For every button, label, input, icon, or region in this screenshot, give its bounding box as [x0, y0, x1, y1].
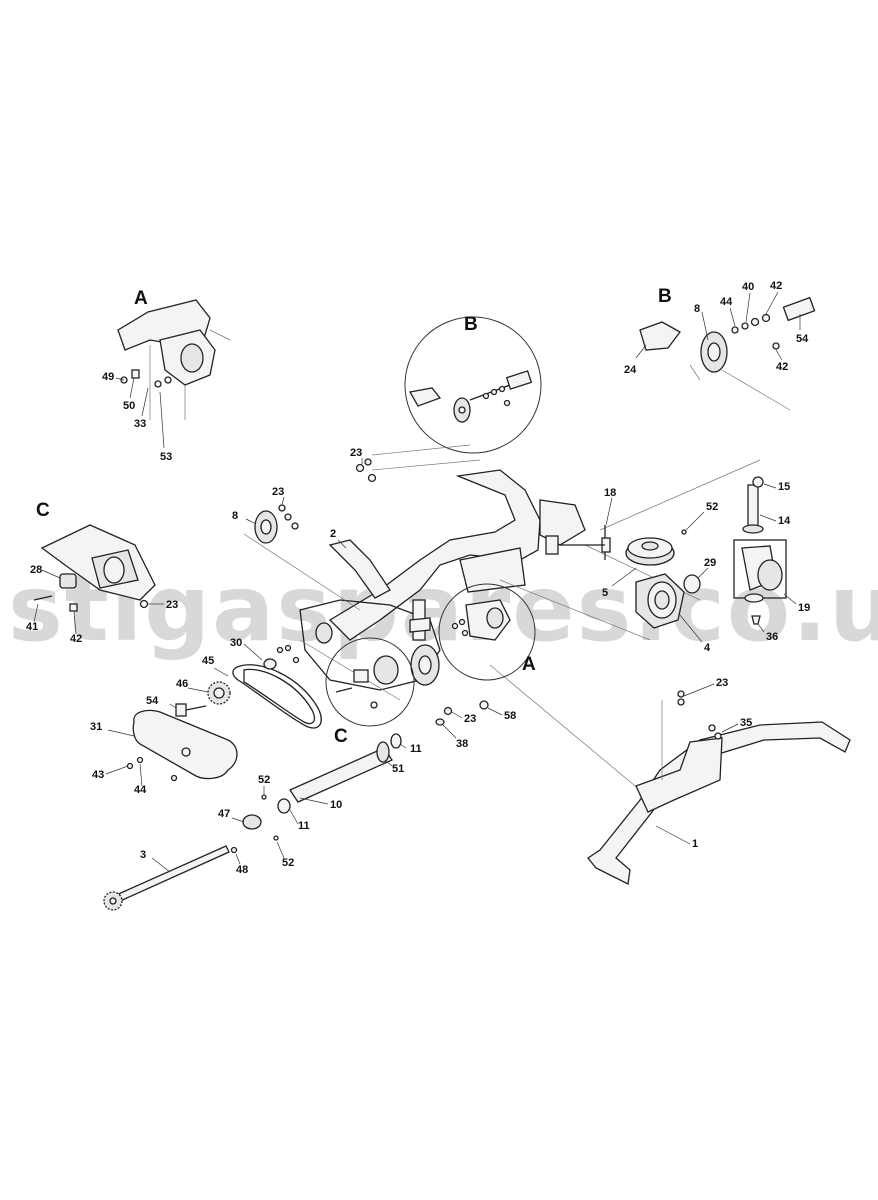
label-31: 31 — [90, 721, 102, 733]
label-8-left: 8 — [232, 510, 238, 522]
label-52-b: 52 — [258, 774, 270, 786]
section-b-circle-title: B — [464, 314, 478, 335]
section-a-circle-title: A — [522, 654, 536, 675]
label-50: 50 — [123, 400, 135, 412]
label-3: 3 — [140, 849, 146, 861]
sprocket-46 — [207, 681, 231, 705]
axle-3 — [103, 845, 230, 911]
label-11-a: 11 — [410, 743, 422, 755]
bush-30 — [263, 658, 277, 670]
label-44-b: 44 — [720, 296, 733, 308]
flange-8-left — [254, 504, 299, 544]
detail-c-group — [33, 524, 156, 612]
label-18: 18 — [604, 487, 616, 499]
frame-1 — [587, 700, 851, 885]
label-47: 47 — [218, 808, 230, 820]
part-18 — [545, 525, 611, 560]
label-42-b1: 42 — [770, 280, 782, 292]
nuts-23-top — [355, 458, 377, 483]
label-24: 24 — [624, 364, 637, 376]
label-52-a: 52 — [706, 501, 718, 513]
label-1: 1 — [692, 838, 698, 850]
cover-31 — [132, 709, 238, 780]
label-40: 40 — [742, 281, 754, 293]
label-46: 46 — [176, 678, 188, 690]
label-8-b: 8 — [694, 303, 700, 315]
clutch-4 — [635, 573, 685, 629]
detail-c-circle-group — [325, 637, 415, 727]
label-30: 30 — [230, 637, 242, 649]
label-23-d: 23 — [464, 713, 476, 725]
detail-b-circle-group — [404, 316, 542, 454]
main-frame-group — [243, 444, 761, 791]
label-38: 38 — [456, 738, 468, 750]
label-23-b: 23 — [272, 486, 284, 498]
label-15: 15 — [778, 481, 790, 493]
label-45: 45 — [202, 655, 214, 667]
detail-a-group — [115, 299, 231, 449]
watermark: stigaspares.co.uk — [8, 555, 878, 662]
bearing-47 — [242, 814, 262, 830]
pulley-5 — [625, 537, 675, 566]
label-44-c: 44 — [134, 784, 147, 796]
label-51: 51 — [392, 763, 404, 775]
label-35: 35 — [740, 717, 752, 729]
section-a-title: A — [134, 288, 148, 309]
label-54-b: 54 — [796, 333, 809, 345]
label-42-b2: 42 — [776, 361, 788, 373]
bolt-54 — [175, 703, 207, 717]
chain-45 — [232, 664, 322, 729]
detail-a-circle-group — [438, 583, 536, 681]
label-14: 14 — [778, 515, 791, 527]
label-11-b: 11 — [298, 820, 310, 832]
label-49: 49 — [102, 371, 114, 383]
label-43: 43 — [92, 769, 104, 781]
label-28: 28 — [30, 564, 42, 576]
label-41: 41 — [26, 621, 38, 633]
ring-29 — [683, 574, 701, 594]
label-5: 5 — [602, 587, 608, 599]
leader-lines — [33, 458, 797, 873]
label-4: 4 — [704, 642, 711, 654]
label-23-a: 23 — [350, 447, 362, 459]
label-58: 58 — [504, 710, 516, 722]
label-33: 33 — [134, 418, 146, 430]
tube-10 — [277, 733, 402, 814]
label-54-c: 54 — [146, 695, 159, 707]
label-36: 36 — [766, 631, 778, 643]
label-2: 2 — [330, 528, 336, 540]
label-10: 10 — [330, 799, 342, 811]
label-42-c: 42 — [70, 633, 82, 645]
detail-b-group — [635, 291, 816, 411]
label-29: 29 — [704, 557, 716, 569]
section-c-title: C — [36, 500, 50, 521]
label-23-c: 23 — [166, 599, 178, 611]
caster-assembly — [733, 476, 787, 625]
label-53: 53 — [160, 451, 172, 463]
label-48: 48 — [236, 864, 248, 876]
section-b-title: B — [658, 286, 672, 307]
label-52-c: 52 — [282, 857, 294, 869]
label-23-e: 23 — [716, 677, 728, 689]
label-19: 19 — [798, 602, 810, 614]
section-c-circle-title: C — [334, 726, 348, 747]
